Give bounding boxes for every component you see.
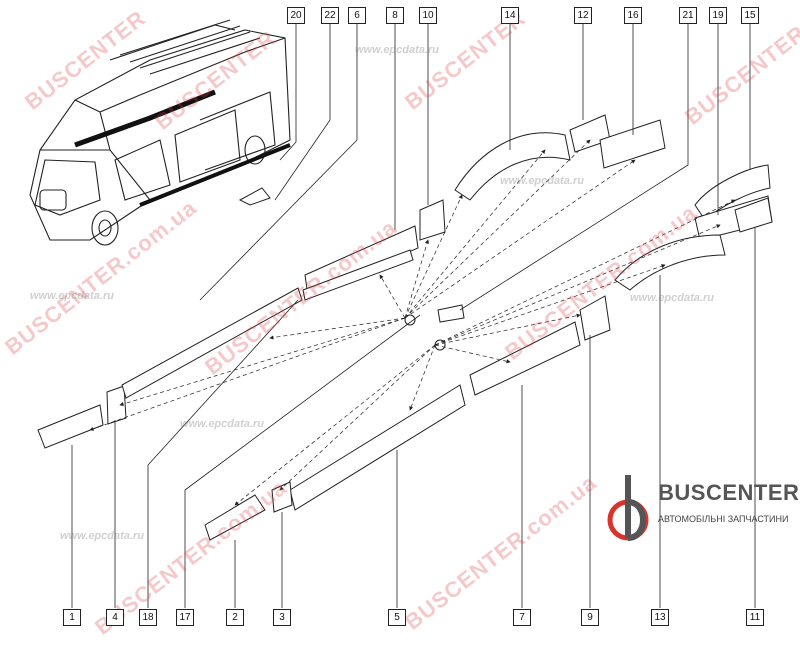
part-8	[302, 249, 414, 301]
part-13	[614, 234, 726, 291]
part-15	[694, 164, 771, 221]
part-1	[37, 404, 104, 449]
watermark-ru-1: www.epcdata.ru	[355, 44, 439, 56]
callout-top-7: 12	[574, 7, 592, 24]
part-3	[271, 481, 293, 513]
assembly-arrows	[89, 139, 736, 506]
part-11	[734, 197, 773, 233]
callout-bottom-7: 5	[388, 609, 406, 626]
callout-top-10: 19	[709, 7, 727, 24]
callout-top-2: 22	[321, 7, 339, 24]
callout-top-9: 21	[679, 7, 697, 24]
callout-bottom-8: 7	[513, 609, 531, 626]
callout-top-3: 6	[348, 7, 366, 24]
logo-emblem	[607, 475, 649, 541]
callout-bottom-10: 13	[651, 609, 669, 626]
watermark-ru-2: www.epcdata.ru	[30, 290, 114, 302]
callout-bottom-11: 11	[746, 609, 764, 626]
part-18	[121, 287, 303, 399]
callout-bottom-2: 4	[106, 609, 124, 626]
part-10	[419, 199, 446, 241]
buscenter-logo: BUSCENTER АВТОМОБІЛЬНІ ЗАПЧАСТИНИ	[600, 470, 799, 560]
leader-lines	[71, 22, 756, 608]
callout-bottom-9: 9	[581, 609, 599, 626]
logo-subtitle: АВТОМОБІЛЬНІ ЗАПЧАСТИНИ	[658, 514, 789, 524]
part-9	[579, 295, 611, 341]
part-7	[469, 321, 581, 396]
part-14	[454, 132, 571, 201]
part-4	[106, 385, 127, 425]
callout-top-1: 20	[287, 7, 305, 24]
logo-title: BUSCENTER	[658, 480, 800, 505]
part-21	[437, 304, 465, 323]
van-illustration	[29, 19, 291, 246]
part-5	[289, 384, 466, 511]
callout-top-4: 8	[386, 7, 404, 24]
callout-top-11: 15	[741, 7, 759, 24]
watermark-ru-6: www.epcdata.ru	[500, 175, 584, 187]
callout-bottom-5: 2	[226, 609, 244, 626]
part-16	[599, 119, 666, 169]
callout-bottom-4: 17	[176, 609, 194, 626]
callout-bottom-1: 1	[63, 609, 81, 626]
callout-bottom-3: 18	[139, 609, 157, 626]
parts-outlines	[37, 114, 773, 541]
callout-top-8: 16	[624, 7, 642, 24]
callout-top-5: 10	[419, 7, 437, 24]
part-17	[238, 187, 271, 206]
clip-upper	[404, 314, 416, 326]
callout-bottom-6: 3	[273, 609, 291, 626]
watermark-ru-3: www.epcdata.ru	[630, 292, 714, 304]
clips	[404, 314, 446, 351]
watermark-ru-4: www.epcdata.ru	[180, 418, 264, 430]
watermark-ru-5: www.epcdata.ru	[60, 530, 144, 542]
callout-top-6: 14	[501, 7, 519, 24]
